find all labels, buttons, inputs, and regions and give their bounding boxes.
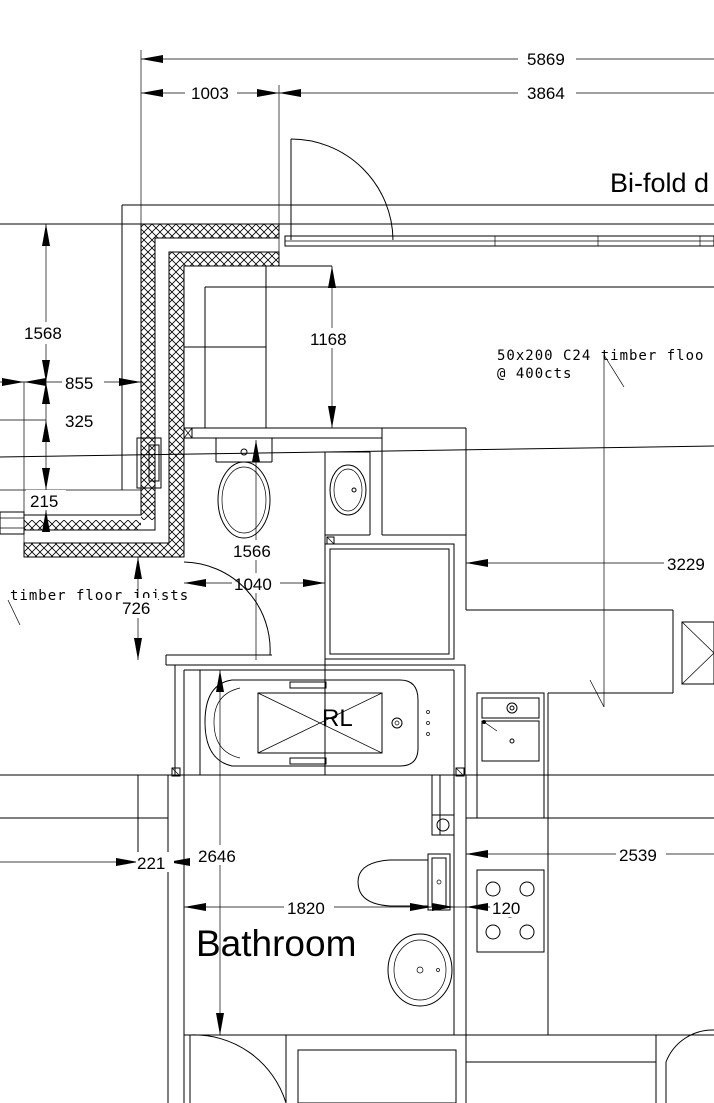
lower-basin — [387, 933, 453, 1007]
dim-wall-gap: 120 — [492, 899, 520, 918]
dim-bathroom-width: 1820 — [287, 899, 325, 918]
dim-wall-depth: 855 — [65, 374, 93, 393]
bath-tag: RL — [322, 705, 353, 732]
joist-leader-left — [7, 599, 21, 626]
dim-right-segment: 3864 — [527, 84, 565, 103]
dim-overall-width: 5869 — [527, 50, 565, 69]
dim-wc-depth: 1566 — [233, 542, 271, 561]
right-cupboards — [466, 609, 714, 1035]
dim-opening-depth: 1168 — [310, 330, 347, 349]
bathroom-label: Bathroom — [196, 923, 356, 964]
dim-wall-offset: 325 — [65, 412, 93, 431]
joist-leader — [589, 354, 625, 708]
bottom-walls — [184, 1029, 714, 1103]
dim-step-height: 726 — [122, 599, 150, 618]
joist-note-left: timber floor joists — [10, 588, 189, 604]
upper-toilet — [217, 448, 271, 539]
upper-basin — [329, 464, 367, 516]
dim-right-run: 3229 — [667, 555, 705, 574]
ensuite-walls — [136, 427, 467, 610]
left-dimension-group — [0, 224, 141, 557]
top-dimension-group — [140, 50, 714, 440]
insulated-wall — [23, 223, 280, 558]
dim-726-line — [118, 557, 158, 660]
joist-note-line1: 50x200 C24 timber floo — [497, 348, 704, 364]
dim-1168-line — [308, 266, 356, 428]
left-window-section — [0, 511, 25, 535]
joist-note-line2: @ 400cts — [497, 366, 572, 382]
dim-bathroom-length: 2646 — [198, 847, 236, 866]
dim-kitchen-width: 2539 — [619, 846, 657, 865]
dim-wall-height: 1568 — [24, 324, 62, 343]
kitchen-sink — [476, 692, 545, 819]
bifold-door-label: Bi-fold d — [610, 168, 709, 198]
bifold-door-frame — [0, 204, 714, 490]
dim-shower-width: 1040 — [234, 575, 272, 594]
dim-left-segment: 1003 — [191, 84, 229, 103]
bathroom-dimension-lines — [0, 670, 714, 1035]
dim-3229-line — [466, 553, 714, 573]
bath-enclosure — [171, 664, 466, 777]
dim-left-gap: 221 — [137, 854, 165, 873]
lower-wall-lines — [0, 774, 714, 1103]
dim-lower-offset: 215 — [30, 492, 58, 511]
entry-door — [290, 138, 394, 241]
lower-toilet — [357, 774, 455, 911]
shower-tray — [324, 535, 455, 775]
